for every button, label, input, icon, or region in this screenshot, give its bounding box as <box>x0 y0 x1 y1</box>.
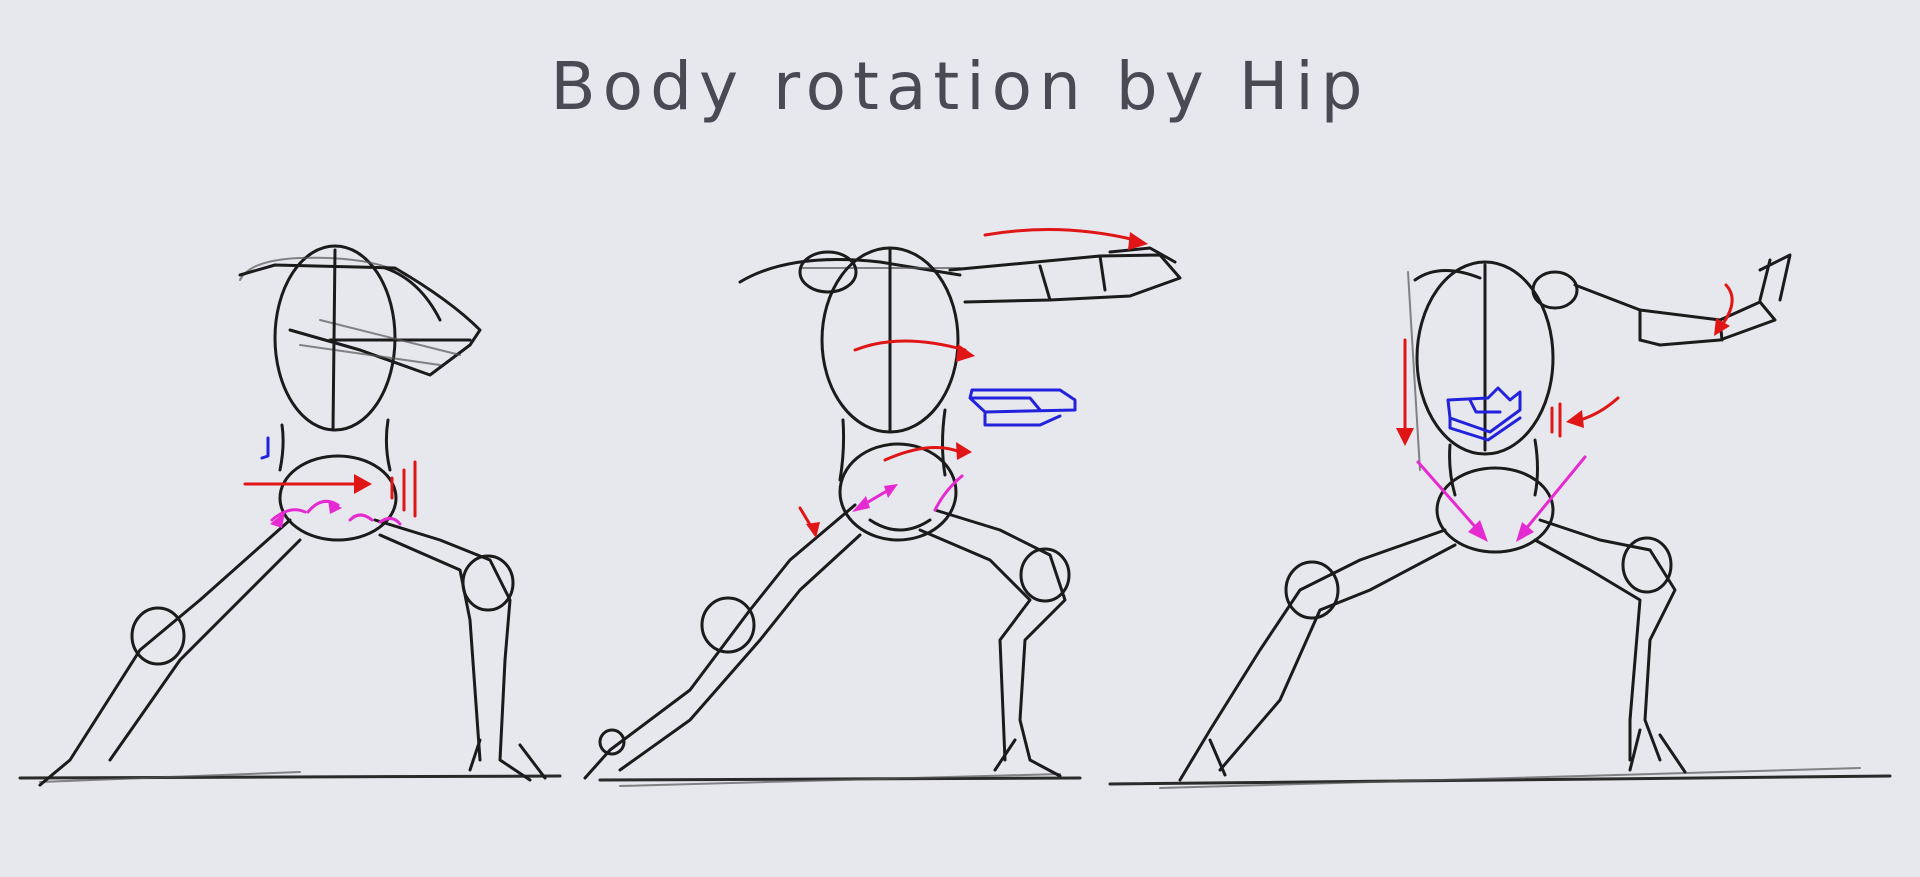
left-magenta-arrows <box>270 500 400 528</box>
figure-right <box>1180 255 1790 780</box>
figure-left-pelvis <box>280 456 396 540</box>
middle-magenta-arrows <box>852 476 962 512</box>
right-red-arrows <box>1396 285 1732 446</box>
figure-left <box>40 246 545 785</box>
middle-red-arrows <box>800 230 1148 538</box>
middle-blue-block <box>970 390 1075 425</box>
figure-middle-arm <box>950 255 1180 302</box>
figure-right-arm <box>1575 285 1775 345</box>
ground-line <box>20 768 1890 788</box>
figure-middle-pelvis <box>840 444 956 540</box>
left-blue-mark <box>262 438 268 458</box>
figure-middle <box>585 248 1180 778</box>
